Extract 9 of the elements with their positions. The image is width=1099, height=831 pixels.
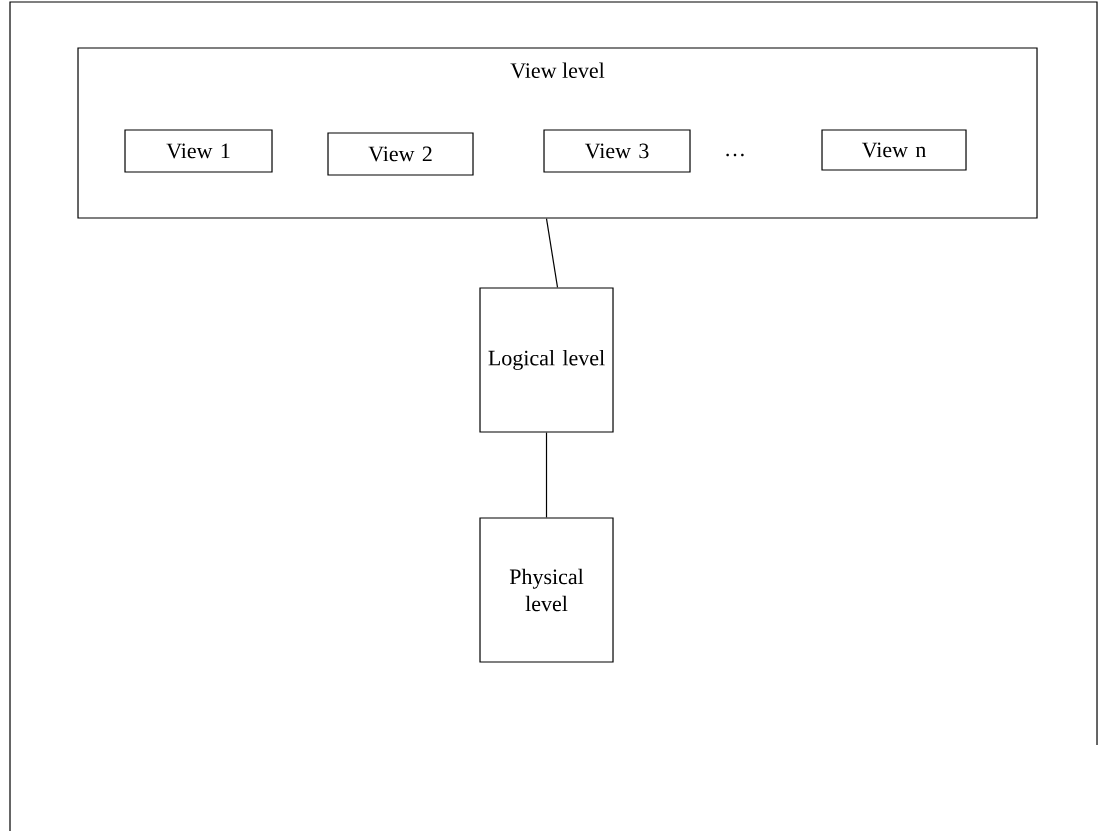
view-box: View n <box>821 129 967 171</box>
connector-line <box>545 432 548 518</box>
connector-line <box>545 218 559 288</box>
view-box: View 2 <box>327 132 474 176</box>
view-box: View 3 <box>543 129 691 173</box>
view-box: View 1 <box>124 129 273 173</box>
level-box: Physical level <box>479 517 614 663</box>
level-box: Logical level <box>479 287 614 433</box>
ellipsis-text: … <box>726 153 744 157</box>
